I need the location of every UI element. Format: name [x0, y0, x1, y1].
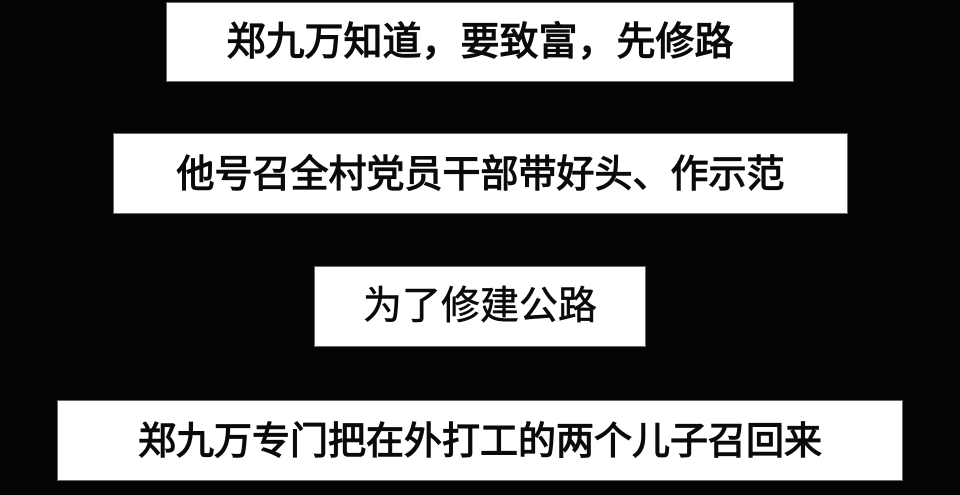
caption-box-1: 郑九万知道，要致富，先修路 [166, 2, 794, 82]
caption-text-1: 郑九万知道，要致富，先修路 [226, 19, 734, 65]
caption-text-3: 为了修建公路 [362, 284, 598, 329]
caption-text-4: 郑九万专门把在外打工的两个儿子召回来 [137, 418, 822, 463]
caption-box-3: 为了修建公路 [314, 266, 646, 347]
caption-box-4: 郑九万专门把在外打工的两个儿子召回来 [57, 400, 903, 481]
caption-box-2: 他号召全村党员干部带好头、作示范 [113, 133, 848, 214]
caption-text-2: 他号召全村党员干部带好头、作示范 [176, 151, 785, 196]
